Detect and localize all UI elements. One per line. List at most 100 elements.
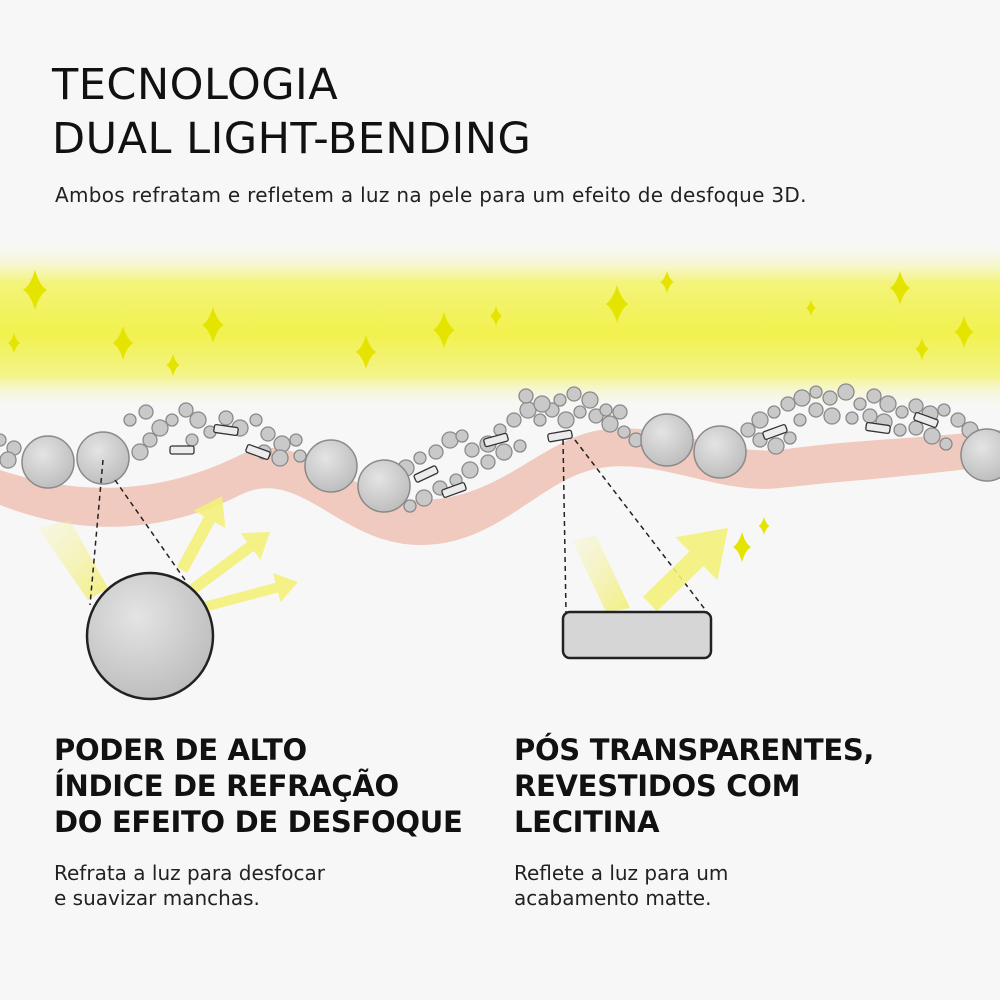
small-particle [908, 398, 924, 414]
heading-line: LECITINA [514, 805, 660, 839]
description-line: acabamento matte. [514, 886, 712, 910]
small-particle [138, 404, 154, 420]
small-particle [866, 388, 882, 404]
sparkle-icon [889, 271, 911, 305]
sphere-particle [640, 413, 694, 467]
small-particle [142, 432, 158, 448]
sphere-particle-icon [85, 571, 215, 701]
light-arrow-icon [176, 496, 226, 573]
small-particle [513, 439, 527, 453]
small-particle [151, 419, 169, 437]
small-particle [185, 433, 199, 447]
page-subtitle: Ambos refratam e refletem a luz na pele … [55, 183, 807, 207]
sparkle-icon [954, 316, 974, 348]
small-particle [178, 402, 194, 418]
flake-particle [245, 444, 271, 460]
description-line: Refrata a luz para desfocar [54, 861, 325, 885]
light-arrow-icon [188, 532, 270, 595]
small-particle [937, 403, 951, 417]
sparkle-icon [605, 285, 629, 323]
small-particle [599, 403, 613, 417]
small-particle [131, 443, 149, 461]
sparkle-icon [166, 354, 180, 376]
small-particle [893, 423, 907, 437]
small-particle [837, 383, 855, 401]
page-title: TECNOLOGIA DUAL LIGHT-BENDING [52, 58, 531, 166]
title-line-1: TECNOLOGIA [52, 60, 339, 110]
small-particle [464, 442, 480, 458]
sphere-particle [304, 439, 358, 493]
particle-layer [0, 383, 1000, 513]
small-particle [260, 426, 276, 442]
title-line-2: DUAL LIGHT-BENDING [52, 114, 532, 164]
sparkle-icon [112, 326, 134, 360]
small-particle [480, 454, 496, 470]
small-particle [271, 449, 289, 467]
refraction-diagram [38, 459, 298, 701]
small-particle [908, 420, 924, 436]
small-particle [780, 396, 796, 412]
sphere-particle [960, 428, 1000, 482]
small-particle [823, 407, 841, 425]
small-particle [249, 413, 263, 427]
flake-particle [865, 421, 891, 435]
sparkle-icon [733, 532, 751, 562]
small-particle [809, 385, 823, 399]
sphere-particle [76, 431, 130, 485]
small-particle [293, 449, 307, 463]
flake-particle [483, 432, 509, 448]
small-particle [573, 405, 587, 419]
small-particle [588, 408, 604, 424]
sparkle-icon [202, 307, 224, 343]
sparkle-icon [23, 270, 47, 310]
light-arrow-icon [198, 573, 298, 613]
reflection-heading: PÓS TRANSPARENTES, REVESTIDOS COM LECITI… [514, 732, 874, 840]
small-particle [808, 402, 824, 418]
heading-line: PODER DE ALTO [54, 733, 307, 767]
small-particle [751, 411, 769, 429]
incoming-light-beam-2 [572, 536, 630, 612]
heading-line: ÍNDICE DE REFRAÇÃO [54, 769, 399, 803]
small-particle [601, 415, 619, 433]
small-particle [767, 405, 781, 419]
small-particle [533, 395, 551, 413]
reflection-description: Reflete a luz para um acabamento matte. [514, 861, 728, 911]
flake-particle [213, 423, 239, 437]
small-particle [862, 408, 878, 424]
heading-line: REVESTIDOS COM [514, 769, 801, 803]
small-particle [455, 429, 469, 443]
small-particle [793, 413, 807, 427]
small-particle [950, 412, 966, 428]
refraction-heading: PODER DE ALTO ÍNDICE DE REFRAÇÃO DO EFEI… [54, 732, 463, 840]
flake-particle [913, 412, 939, 428]
small-particle [413, 451, 427, 465]
sphere-particle [357, 459, 411, 513]
small-particle [518, 388, 534, 404]
small-particle [783, 431, 797, 445]
sparkle-icon [433, 312, 455, 348]
small-particle [289, 433, 303, 447]
small-particle [617, 425, 631, 439]
small-particle [793, 389, 811, 407]
sparkle-icon [8, 333, 20, 353]
light-arrow-icon [643, 528, 728, 612]
small-particle [165, 413, 179, 427]
sphere-particle [21, 435, 75, 489]
small-particle [822, 390, 838, 406]
small-particle [939, 437, 953, 451]
incoming-light-beam [38, 520, 108, 600]
flake-particle [413, 465, 439, 483]
small-particle [879, 395, 897, 413]
skin-layer [0, 428, 1000, 545]
description-line: e suavizar manchas. [54, 886, 260, 910]
flake-particle [441, 482, 467, 498]
sparkle-icon [355, 335, 377, 369]
small-particle [218, 410, 234, 426]
small-particle [923, 427, 941, 445]
small-particle [506, 412, 522, 428]
flake-particle [547, 429, 573, 443]
refraction-description: Refrata a luz para desfocar e suavizar m… [54, 861, 325, 911]
small-particle [581, 391, 599, 409]
small-particle [403, 499, 417, 513]
